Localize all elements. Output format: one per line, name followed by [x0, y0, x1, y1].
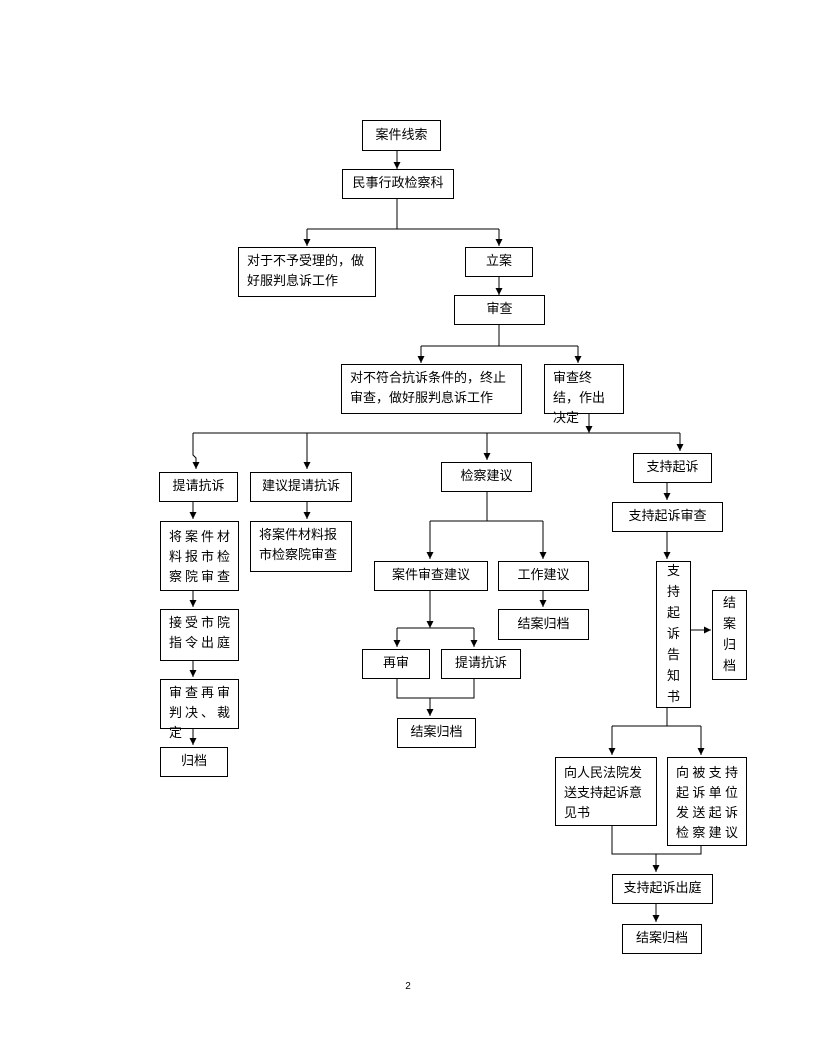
vertical-char: 档 [722, 659, 736, 674]
arrow-to-request-protest [192, 433, 200, 469]
vertical-char: 诉 [666, 627, 680, 642]
node-submit-materials-2: 将案件材料报市检察院审查 [250, 521, 352, 572]
vertical-char: 告 [666, 648, 680, 663]
vertical-char: 知 [666, 669, 680, 684]
node-retrial-judgment: 审查再审判决、裁定 [160, 679, 239, 741]
node-civil-admin-section: 民事行政检察科 [342, 169, 454, 199]
node-submit-materials-1: 将案件材料报市检察院审查 [160, 521, 239, 591]
node-review: 审查 [454, 295, 545, 325]
node-support-in-court: 支持起诉出庭 [612, 874, 713, 904]
node-support-prosecution: 支持起诉 [633, 453, 712, 483]
node-close-archive-side: 结案归档 [712, 590, 747, 680]
node-accept-city-instruction: 接受市院指令出庭 [160, 609, 239, 661]
node-case-clue: 案件线索 [362, 120, 441, 151]
node-not-accepted: 对于不予受理的，做好服判息诉工作 [238, 247, 376, 297]
node-request-protest-2: 提请抗诉 [441, 649, 521, 679]
node-case-review-suggestion: 案件审查建议 [374, 561, 488, 591]
node-not-meet-conditions: 对不符合抗诉条件的，终止审查，做好服判息诉工作 [341, 364, 522, 414]
node-retrial: 再审 [362, 649, 430, 679]
node-review-concluded: 审查终结，作出决定 [544, 364, 624, 426]
vertical-char: 归 [722, 638, 736, 653]
node-close-archive-mid: 结案归档 [397, 718, 476, 748]
line-merge-1 [396, 679, 475, 699]
node-close-archive-final: 结案归档 [622, 924, 702, 954]
page-number: 2 [405, 981, 411, 992]
vertical-char: 案 [722, 617, 736, 632]
node-file-case: 立案 [465, 247, 533, 277]
node-suggest-request-protest: 建议提请抗诉 [250, 472, 352, 502]
node-work-suggestion: 工作建议 [498, 561, 589, 591]
node-support-notice: 支持起诉告知书 [656, 561, 691, 708]
node-support-prosecution-review: 支持起诉审查 [612, 502, 723, 532]
node-send-suggestion-to-unit: 向被支持起诉单位发送起诉检察建议 [667, 757, 747, 846]
vertical-char: 结 [722, 596, 736, 611]
vertical-char: 起 [666, 606, 680, 621]
node-procuratorial-suggestion: 检察建议 [441, 462, 532, 492]
vertical-char: 持 [666, 585, 680, 600]
vertical-char: 书 [666, 690, 680, 705]
node-archive: 归档 [160, 747, 228, 777]
node-close-archive-work: 结案归档 [498, 609, 589, 640]
node-send-opinion-to-court: 向人民法院发送支持起诉意见书 [555, 757, 657, 826]
vertical-char: 支 [666, 564, 680, 579]
node-request-protest: 提请抗诉 [159, 472, 238, 502]
